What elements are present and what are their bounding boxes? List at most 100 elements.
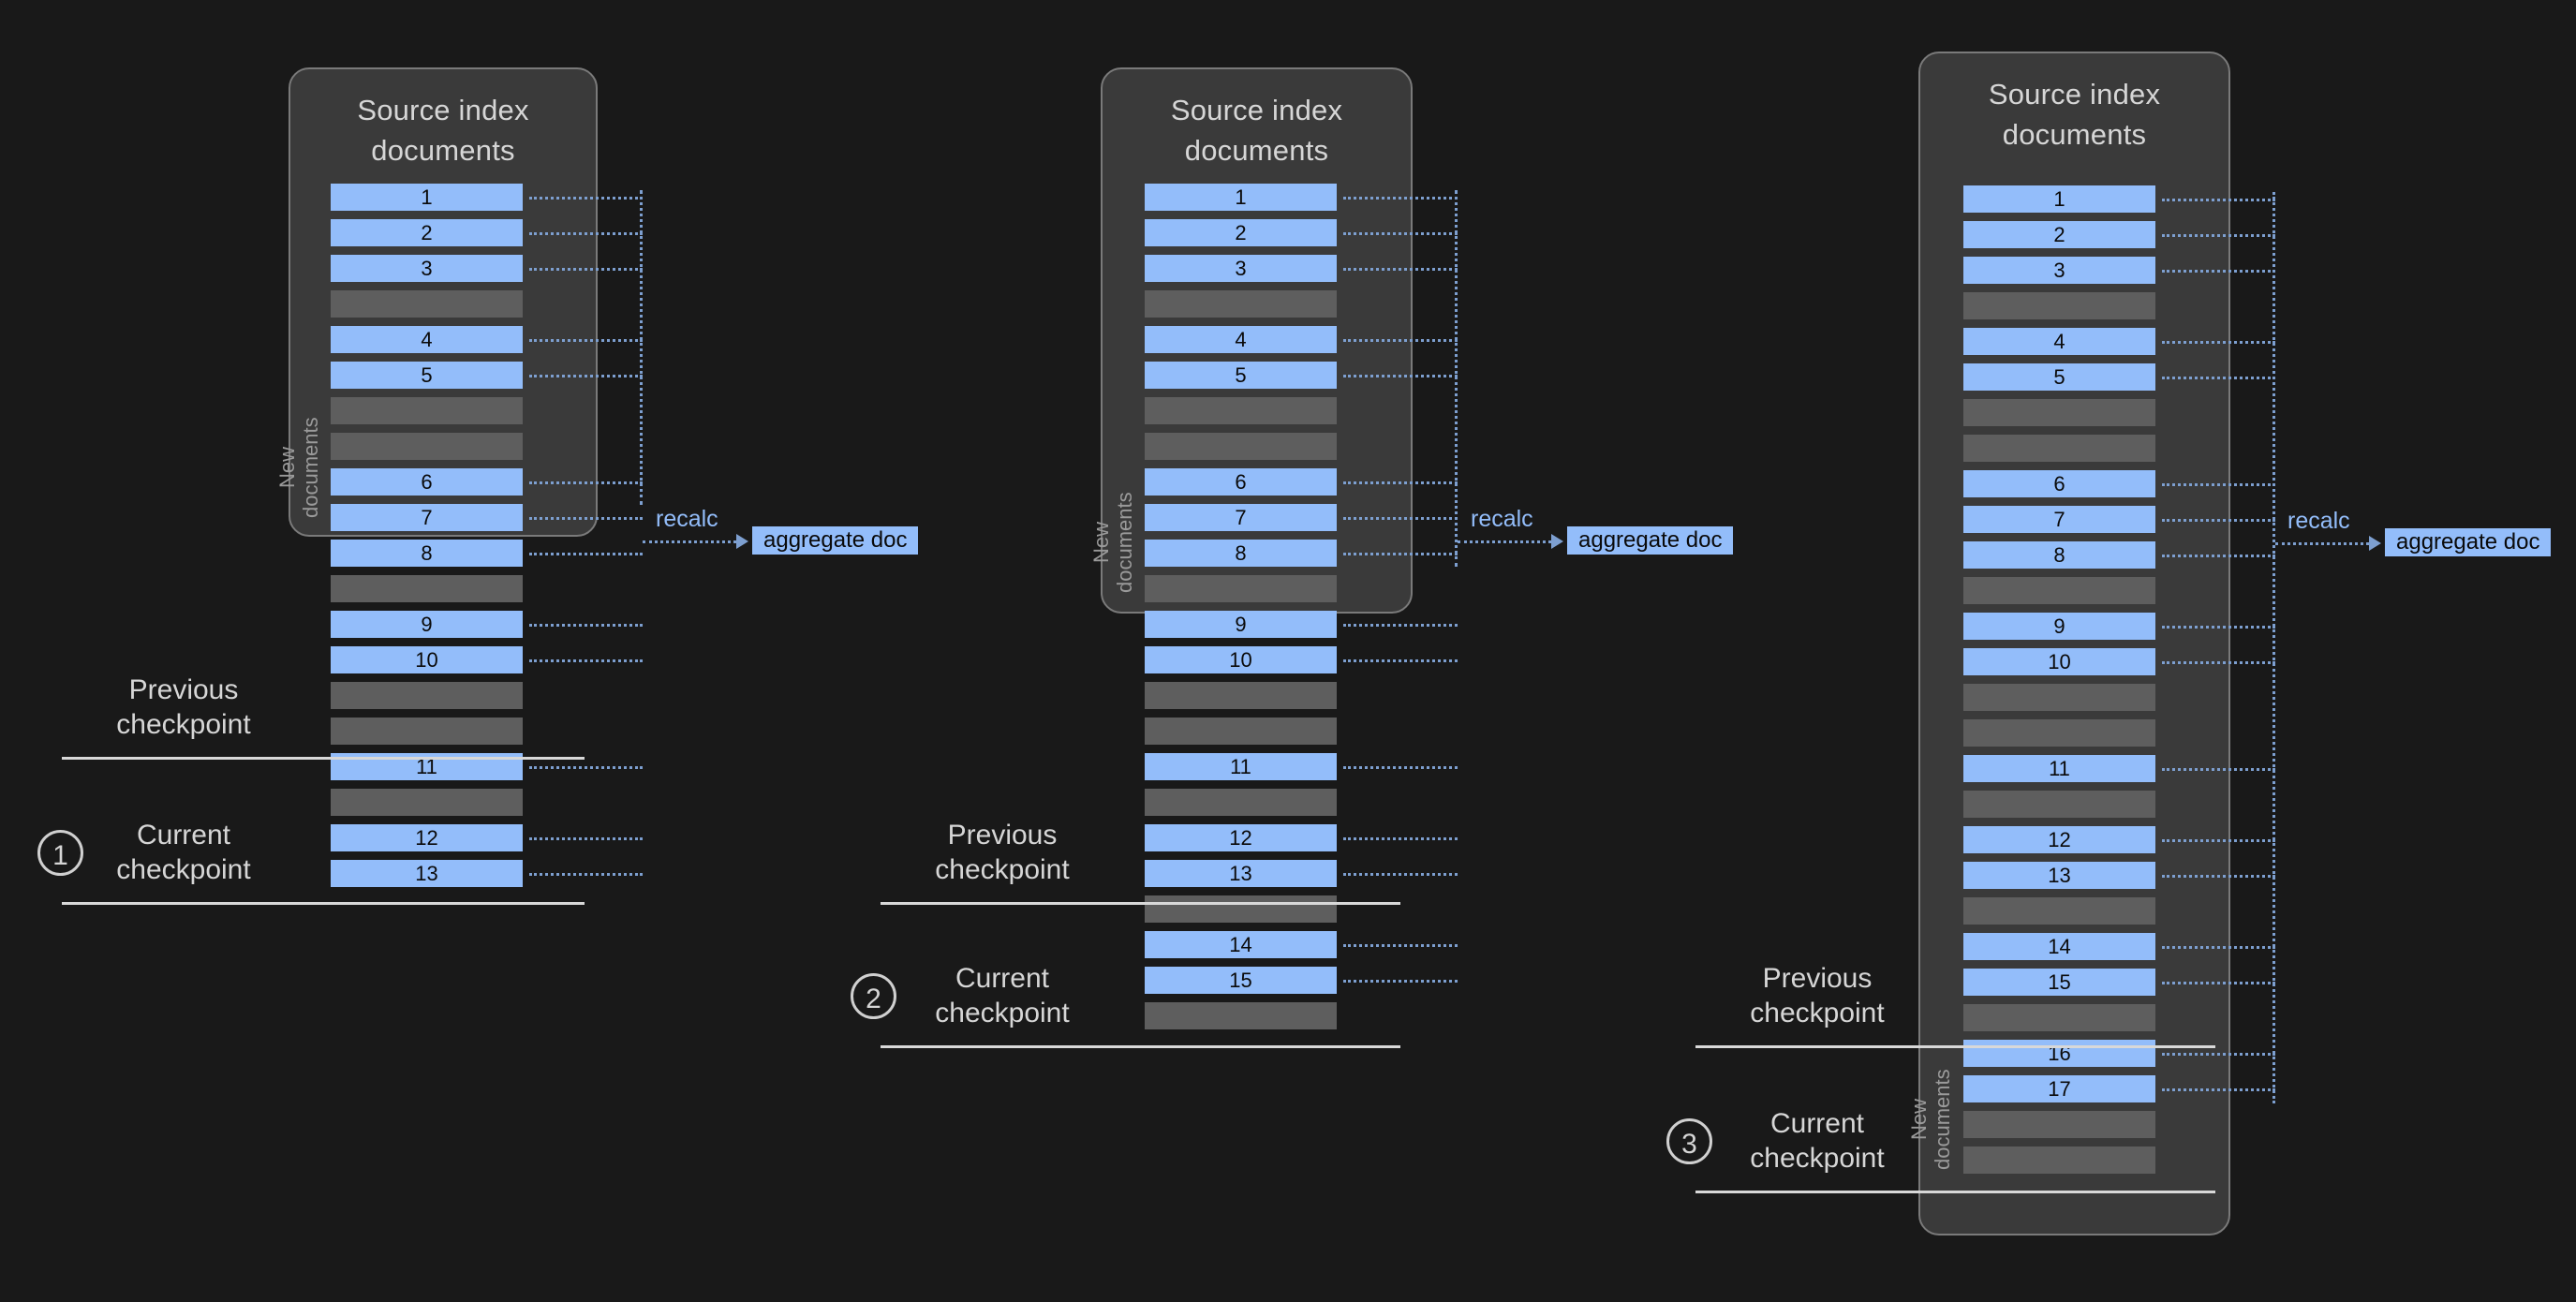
panel-title-2: Source index documents <box>1170 94 1343 167</box>
connector-dotted-line <box>2162 199 2275 201</box>
aggregate-doc-2: aggregate doc <box>1567 526 1734 555</box>
connector-dotted-line <box>2162 341 2275 344</box>
document-row-empty <box>1963 399 2155 426</box>
document-row-empty <box>1145 433 1337 460</box>
aggregate-doc-3: aggregate doc <box>2385 528 2552 556</box>
document-row-2: 2 <box>1963 221 2155 248</box>
connector-dotted-line <box>529 375 643 377</box>
connector-dotted-line <box>1343 481 1458 484</box>
document-row-empty <box>1963 577 2155 604</box>
document-row-2: 2 <box>331 219 523 246</box>
document-row-12: 12 <box>1145 824 1337 851</box>
connector-dotted-line <box>1343 837 1458 840</box>
document-row-3: 3 <box>331 255 523 282</box>
document-row-2: 2 <box>1145 219 1337 246</box>
bracket-vertical-2 <box>1455 190 1458 567</box>
current-checkpoint-line-2 <box>881 1045 1400 1048</box>
connector-dotted-line <box>529 659 643 662</box>
document-row-empty <box>331 575 523 602</box>
connector-dotted-line <box>1343 944 1458 947</box>
connector-dotted-line <box>529 766 643 769</box>
document-row-1: 1 <box>331 184 523 211</box>
connector-dotted-line <box>2162 626 2275 629</box>
document-row-empty <box>331 290 523 318</box>
connector-dotted-line <box>2162 768 2275 771</box>
aggregate-doc-1: aggregate doc <box>752 526 919 555</box>
document-row-empty <box>1963 1004 2155 1031</box>
connector-dotted-line <box>529 339 643 342</box>
document-row-9: 9 <box>1145 611 1337 638</box>
document-row-empty <box>1963 1147 2155 1174</box>
connector-dotted-line <box>1343 517 1458 520</box>
new-documents-label-2: New documents <box>1089 492 1136 593</box>
document-row-10: 10 <box>331 646 523 673</box>
document-row-7: 7 <box>1963 506 2155 533</box>
document-row-empty <box>1963 1111 2155 1138</box>
document-row-3: 3 <box>1145 255 1337 282</box>
recalc-label-1: recalc <box>656 506 718 532</box>
recalc-arrow-line-3 <box>2275 542 2369 545</box>
document-row-empty <box>331 397 523 424</box>
connector-dotted-line <box>2162 270 2275 273</box>
connector-dotted-line <box>529 268 643 271</box>
document-row-10: 10 <box>1145 646 1337 673</box>
recalc-arrow-line-1 <box>643 540 736 543</box>
document-row-empty <box>1145 575 1337 602</box>
document-row-empty <box>1145 682 1337 709</box>
document-row-4: 4 <box>331 326 523 353</box>
panel-title-3: Source index documents <box>1988 78 2161 151</box>
document-row-14: 14 <box>1963 933 2155 960</box>
connector-dotted-line <box>529 197 643 200</box>
document-row-empty <box>331 433 523 460</box>
connector-dotted-line <box>529 873 643 876</box>
connector-dotted-line <box>1343 268 1458 271</box>
document-row-5: 5 <box>331 362 523 389</box>
document-row-1: 1 <box>1963 185 2155 213</box>
document-row-13: 13 <box>1963 862 2155 889</box>
connector-dotted-line <box>2162 483 2275 486</box>
connector-dotted-line <box>1343 375 1458 377</box>
document-row-8: 8 <box>1963 541 2155 569</box>
current-checkpoint-label-1: Current checkpoint <box>116 820 251 885</box>
current-checkpoint-line-3 <box>1695 1191 2215 1193</box>
document-row-17: 17 <box>1963 1075 2155 1102</box>
recalc-arrow-head-1 <box>736 534 748 549</box>
document-row-empty <box>331 718 523 745</box>
connector-dotted-line <box>2162 875 2275 878</box>
document-row-9: 9 <box>1963 613 2155 640</box>
connector-dotted-line <box>1343 232 1458 235</box>
document-row-12: 12 <box>1963 826 2155 853</box>
document-row-8: 8 <box>1145 540 1337 567</box>
previous-checkpoint-line-1 <box>62 757 585 760</box>
document-row-empty <box>1963 791 2155 818</box>
document-row-13: 13 <box>331 860 523 887</box>
step-badge-3: 3 <box>1666 1118 1712 1164</box>
document-row-7: 7 <box>331 504 523 531</box>
bracket-vertical-3 <box>2273 192 2275 1103</box>
document-row-10: 10 <box>1963 648 2155 675</box>
document-row-empty <box>1963 292 2155 319</box>
connector-dotted-line <box>2162 555 2275 557</box>
document-row-15: 15 <box>1963 969 2155 996</box>
recalc-arrow-head-3 <box>2369 536 2381 551</box>
bracket-vertical-1 <box>640 190 643 505</box>
previous-checkpoint-label-1: Previous checkpoint <box>116 674 251 740</box>
previous-checkpoint-label-2: Previous checkpoint <box>935 820 1070 885</box>
connector-dotted-line <box>1343 873 1458 876</box>
connector-dotted-line <box>2162 377 2275 379</box>
connector-dotted-line <box>529 553 643 555</box>
document-row-empty <box>1145 397 1337 424</box>
panel-title-1: Source index documents <box>357 94 529 167</box>
document-row-11: 11 <box>1963 755 2155 782</box>
connector-dotted-line <box>529 624 643 627</box>
document-row-empty <box>1145 290 1337 318</box>
step-badge-2: 2 <box>851 973 896 1019</box>
recalc-arrow-line-2 <box>1458 540 1551 543</box>
document-row-empty <box>1963 897 2155 925</box>
document-row-15: 15 <box>1145 967 1337 994</box>
document-row-6: 6 <box>331 468 523 496</box>
document-row-16: 16 <box>1963 1040 2155 1067</box>
new-documents-label-1: New documents <box>275 417 322 518</box>
panel-source-index-3: Source index documents New documents <box>1907 52 2230 1235</box>
